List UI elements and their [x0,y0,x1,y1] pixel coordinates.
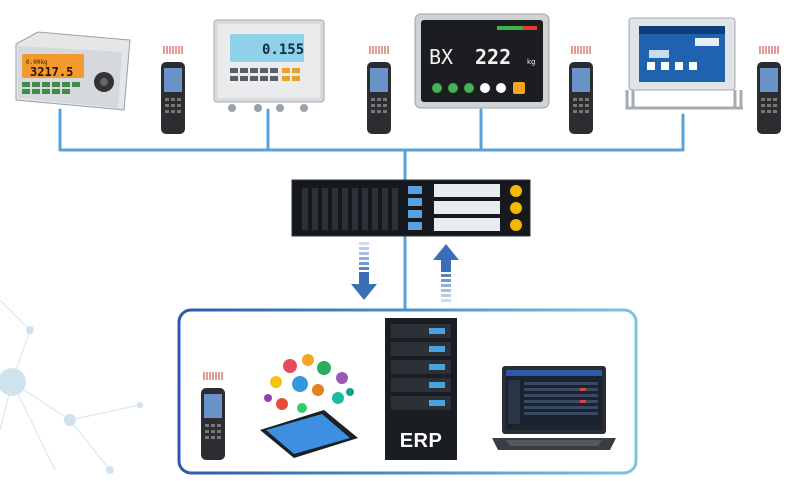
handheld-scanner-3 [566,44,596,136]
weighing-indicator-2: 0.155 [212,18,328,114]
indicator-1-display [22,54,84,78]
indicator-2-display [230,34,304,62]
handheld-scanner-5 [198,370,228,462]
server-status-leds [408,186,422,230]
handheld-scanner-1 [158,44,188,136]
tablet-apps [254,352,364,460]
upload-arrow-icon [432,242,460,304]
app-icon-red [283,359,297,373]
indicator-3-line1: BX [429,45,453,69]
laptop-dashboard [492,364,616,456]
app-icon-blue [292,376,308,392]
app-icon-teal [332,392,344,404]
app-icon-crimson [276,398,288,410]
weighing-indicator-1: 0.00kg 3217.5 [12,30,132,114]
erp-label: ERP [399,430,443,452]
indicator-1-line1: 0.00kg [26,59,48,66]
download-arrow-icon [350,242,378,304]
app-icon-orange [302,354,314,366]
central-server [290,178,532,240]
app-icon-yellow [270,376,282,388]
app-icon-amber [312,384,324,396]
indicator-3-line2: 222 [475,45,511,69]
weighing-indicator-3: BX 222 kg [413,12,553,112]
app-icon-violet [264,394,272,402]
app-icon-lime [297,403,307,413]
app-icon-purple [336,372,348,384]
app-icon-green [317,361,331,375]
handheld-scanner-4 [754,44,784,136]
indicator-1-line2: 3217.5 [30,65,73,79]
erp-server-rack [385,318,457,460]
indicator-3-unit: kg [527,58,536,66]
app-icon-sea [346,388,354,396]
indicator-2-line1: 0.155 [262,42,304,58]
handheld-scanner-2 [364,44,394,136]
weighing-indicator-4 [625,16,743,120]
